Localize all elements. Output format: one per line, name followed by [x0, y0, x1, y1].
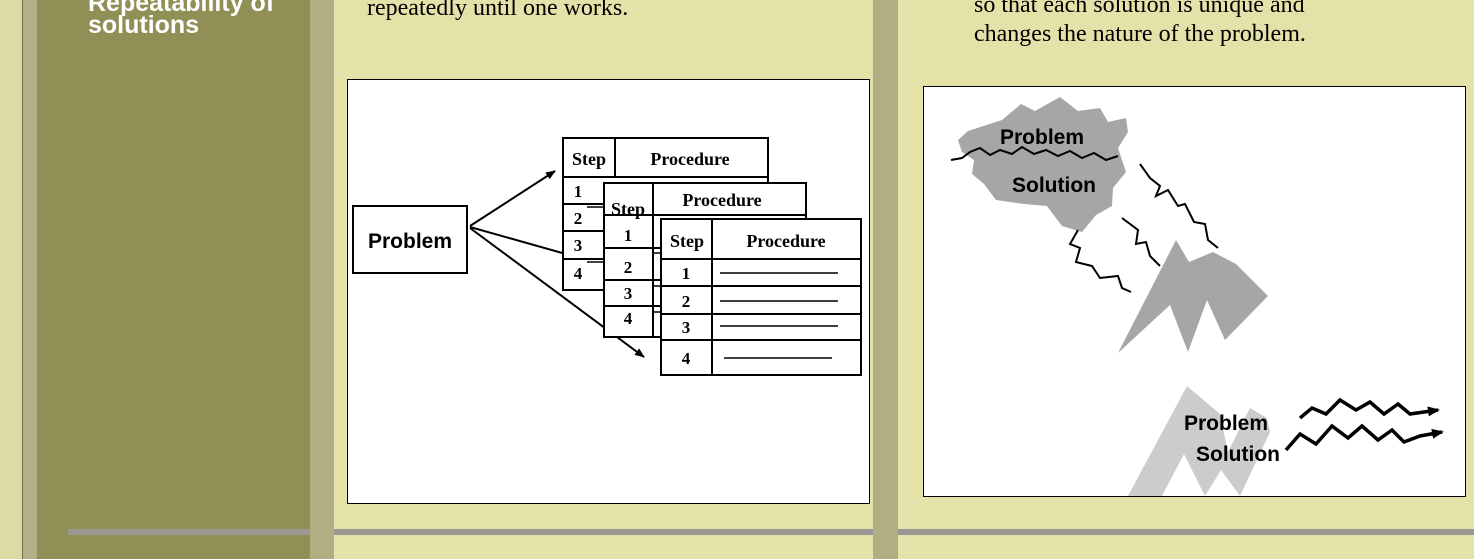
problem-divider-squiggle: [950, 145, 1119, 162]
table3-step-1: 1: [682, 264, 691, 283]
solution-label-bottom: Solution: [1196, 443, 1280, 466]
table3-step-3: 3: [682, 318, 691, 337]
footer-rule-sidebar: [68, 529, 310, 535]
arrow-to-table-1: [469, 170, 556, 227]
squiggle-3: [1068, 229, 1132, 293]
table3-step-4: 4: [682, 349, 691, 368]
table1-step-2: 2: [574, 209, 583, 228]
unique-solutions-panel: Problem Solution Problem Solution: [923, 86, 1466, 497]
procedure-table-3: Step Procedure 1 2 3 4: [660, 218, 862, 376]
table1-procedure-header: Procedure: [650, 149, 729, 169]
procedure-diagram-panel: Problem Step Procedure 1 2 3 4: [347, 79, 870, 504]
footer-rule-right: [898, 529, 1474, 535]
problem-box: [352, 205, 468, 274]
table2-step-header: Step: [611, 199, 645, 219]
squiggle-1: [1139, 163, 1219, 249]
table2-step-2: 2: [624, 258, 633, 277]
arrow-to-table-2: [469, 226, 581, 260]
table3-procedure-header: Procedure: [746, 231, 825, 251]
problem-label-top: Problem: [1000, 126, 1084, 149]
table2-step-4: 4: [624, 309, 633, 328]
column-divider-right: [873, 0, 898, 559]
solution-arrow-upper: [1298, 397, 1440, 420]
footer-rule-left: [334, 529, 873, 535]
unique-solutions-diagram: Problem Solution Problem Solution: [950, 97, 1444, 496]
solution-arrow-lower: [1284, 423, 1444, 452]
table2-procedure-header: Procedure: [682, 190, 761, 210]
squiggle-2: [1121, 217, 1161, 267]
table1-step-header: Step: [572, 149, 606, 169]
problem-shape-bottom: [1128, 386, 1270, 496]
table3-step-2: 2: [682, 292, 691, 311]
left-margin-stripe: [0, 0, 22, 559]
sidebar-title: Repeatability of solutions: [88, 0, 275, 39]
right-column-text-line2: changes the nature of the problem.: [974, 21, 1306, 47]
left-column-text: repeatedly until one works.: [367, 0, 629, 21]
column-divider-left: [310, 0, 334, 559]
left-gray-stripe: [23, 0, 37, 559]
problem-shape-middle: [1118, 240, 1268, 353]
solution-label-top: Solution: [1012, 174, 1096, 197]
right-column-text-line1: so that each solution is unique and: [974, 0, 1305, 18]
table1-step-1: 1: [574, 182, 583, 201]
sidebar-panel: [37, 0, 310, 559]
table2-step-3: 3: [624, 284, 633, 303]
table1-step-3: 3: [574, 236, 583, 255]
left-margin-line: [22, 0, 23, 559]
table2-step-1: 1: [624, 226, 633, 245]
problem-shape-top: [958, 97, 1128, 232]
table1-step-4: 4: [574, 264, 583, 283]
problem-label-bottom: Problem: [1184, 412, 1268, 435]
procedure-diagram: Problem Step Procedure 1 2 3 4: [352, 137, 862, 376]
problem-label: Problem: [368, 230, 452, 253]
table3-step-header: Step: [670, 231, 704, 251]
